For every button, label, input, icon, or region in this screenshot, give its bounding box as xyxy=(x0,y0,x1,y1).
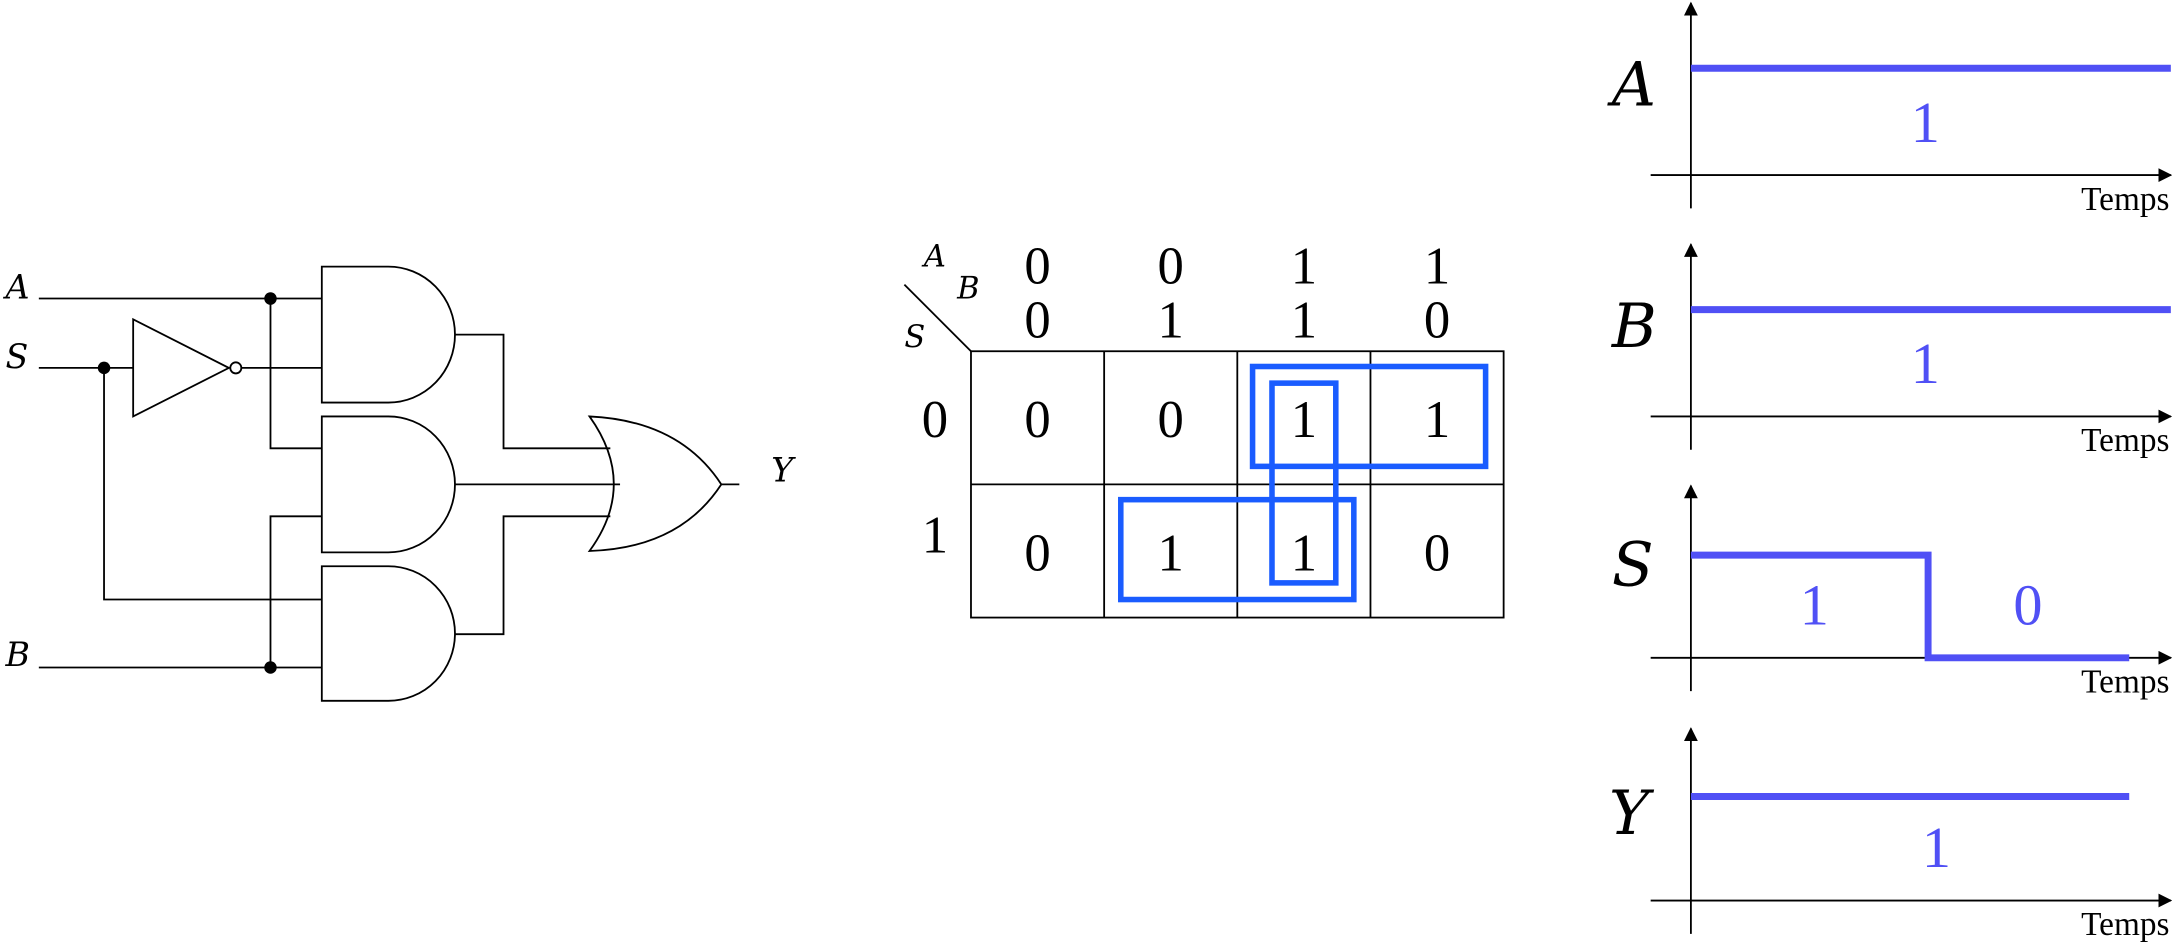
junction-dot xyxy=(97,361,111,375)
level-label: 1 xyxy=(1911,90,1940,155)
signal-name: Y xyxy=(1609,778,1655,849)
kmap-cell: 1 xyxy=(1424,391,1450,449)
not-gate xyxy=(132,317,243,418)
timing-y: Y 1 Temps xyxy=(1609,727,2173,943)
row-header: 0 xyxy=(922,391,948,449)
kmap-cell: 1 xyxy=(1291,524,1317,582)
kmap-cell: 0 xyxy=(1024,524,1050,582)
kmap-col-headers: 0 0 1 1 0 1 1 0 xyxy=(1024,237,1450,349)
logic-circuit: A S B Y xyxy=(3,265,796,702)
and-gate-3 xyxy=(320,565,456,702)
karnaugh-map: A B S 0 0 1 1 0 1 1 0 0 1 0 0 1 1 0 1 1 … xyxy=(903,237,1505,619)
kmap-cell: 0 xyxy=(1024,391,1050,449)
kmap-group-a-not-s xyxy=(1249,363,1489,470)
output-label-y: Y xyxy=(771,451,796,490)
kmap-cell: 0 xyxy=(1424,524,1450,582)
and-gate-2 xyxy=(320,415,456,554)
col-header: 1 xyxy=(1291,291,1317,349)
time-axis-label: Temps xyxy=(2081,663,2169,700)
col-header: 0 xyxy=(1158,237,1184,295)
input-label-a: A xyxy=(3,268,30,307)
corner-diagonal xyxy=(903,284,972,352)
kmap-var-s: S xyxy=(904,320,925,355)
timing-diagrams: A 1 Temps B 1 Temps S 1 0 Temps Y 1 xyxy=(1607,1,2173,943)
signal-name: A xyxy=(1607,50,1656,121)
timing-b: B 1 Temps xyxy=(1611,243,2173,459)
kmap-cells: 0 0 1 1 0 1 1 0 xyxy=(1024,391,1450,582)
level-label: 0 xyxy=(2013,573,2042,638)
col-header: 1 xyxy=(1291,237,1317,295)
timing-s: S 1 0 Temps xyxy=(1612,484,2173,700)
signal-name: S xyxy=(1612,530,1654,601)
col-header: 1 xyxy=(1424,237,1450,295)
input-label-s: S xyxy=(6,337,29,376)
level-label: 1 xyxy=(1800,573,1829,638)
level-label: 1 xyxy=(1911,331,1940,396)
kmap-group-b-s xyxy=(1118,496,1357,603)
signal-name: B xyxy=(1611,291,1657,362)
row-header: 1 xyxy=(922,506,948,564)
time-axis-label: Temps xyxy=(2081,906,2169,943)
and-gate-1 xyxy=(320,265,456,404)
kmap-var-a: A xyxy=(921,240,946,275)
wires xyxy=(38,297,740,669)
timing-a: A 1 Temps xyxy=(1607,1,2173,218)
kmap-grid xyxy=(970,350,1505,619)
col-header: 0 xyxy=(1024,237,1050,295)
kmap-cell: 0 xyxy=(1158,391,1184,449)
kmap-cell: 1 xyxy=(1158,524,1184,582)
level-label: 1 xyxy=(1922,815,1951,880)
col-header: 0 xyxy=(1024,291,1050,349)
col-header: 0 xyxy=(1424,291,1450,349)
input-label-b: B xyxy=(5,635,30,674)
col-header: 1 xyxy=(1158,291,1184,349)
time-axis-label: Temps xyxy=(2081,422,2169,459)
kmap-var-b: B xyxy=(956,272,979,307)
junction-dot xyxy=(264,661,277,674)
or-gate xyxy=(587,415,723,552)
kmap-cell: 1 xyxy=(1291,391,1317,449)
time-axis-label: Temps xyxy=(2081,181,2169,218)
kmap-group-a-b xyxy=(1269,380,1339,586)
signal-trace xyxy=(1690,551,2130,662)
junction-dot xyxy=(264,292,277,305)
